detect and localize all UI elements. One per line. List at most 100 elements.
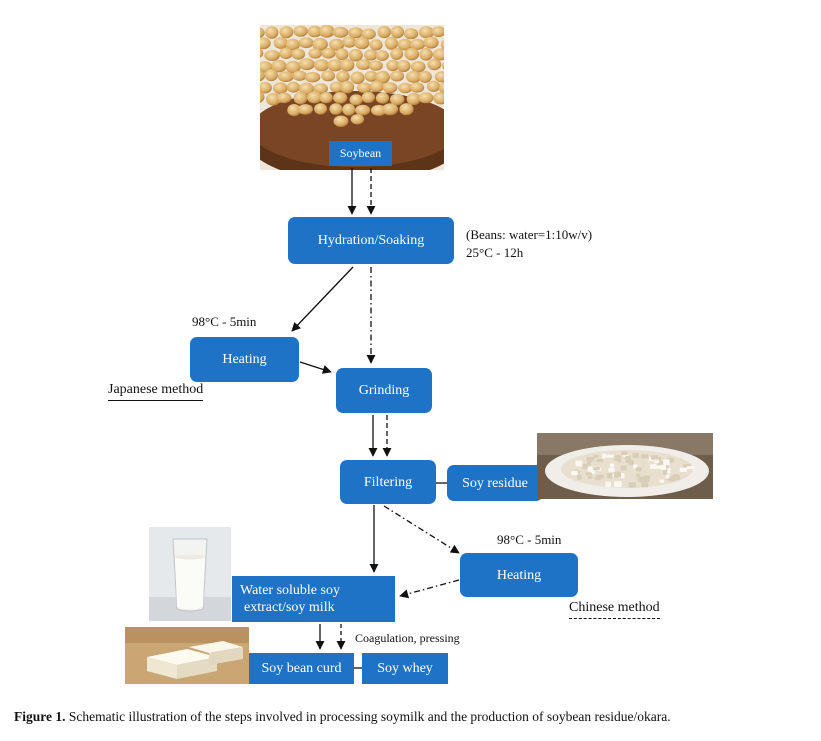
soybean-grain — [396, 59, 411, 73]
soybean-grain — [410, 61, 426, 73]
soybean-grain — [409, 82, 425, 93]
soybean-grain — [329, 81, 344, 93]
soybean-grain — [375, 50, 389, 61]
okara-crumb — [576, 474, 582, 480]
soybean-grain — [397, 38, 413, 51]
soybean-grain — [292, 70, 307, 81]
soybean-box: Soybean — [329, 141, 392, 166]
soybean-grain — [279, 26, 294, 39]
soybean-grain — [355, 104, 371, 116]
soybean-grain — [340, 80, 355, 94]
okara-crumb — [585, 472, 592, 476]
soybean-grain — [440, 39, 444, 50]
soybean-grain — [260, 27, 265, 38]
soybean-grain — [350, 71, 365, 85]
soybean-grain — [329, 38, 345, 51]
soybean-grain — [298, 58, 315, 71]
hydration-soaking-box: Hydration/Soaking — [288, 217, 454, 264]
okara-crumb — [641, 454, 649, 459]
okara-crumb — [571, 471, 578, 476]
soybean-grain — [291, 48, 306, 60]
soybean-grain — [375, 92, 390, 104]
soy-milk-line-2: extract/soy milk — [244, 600, 335, 615]
soybean-grain — [357, 82, 372, 94]
okara-crumb — [593, 467, 600, 471]
soybean-grain — [260, 48, 264, 58]
soybean-grain — [434, 71, 444, 83]
soybean-grain — [335, 48, 349, 61]
soybean-grain — [327, 59, 343, 72]
soybean-grain — [342, 36, 357, 48]
figure-caption: Figure 1. Schematic illustration of the … — [14, 709, 671, 725]
soybean-grain — [361, 28, 376, 40]
soybean-grain — [285, 38, 300, 51]
okara-crumb — [663, 468, 668, 475]
soybean-grain — [314, 103, 328, 115]
okara-crumb — [621, 451, 628, 456]
soybean-grain — [273, 82, 288, 94]
soybean-grain — [264, 69, 278, 82]
soybean-grain — [342, 103, 356, 116]
okara-crumb — [638, 476, 644, 483]
okara-crumb — [641, 482, 649, 488]
okara-crumb — [587, 475, 593, 479]
soybean-grain — [266, 93, 281, 106]
soybean-grain — [307, 25, 322, 38]
okara-crumb — [686, 466, 695, 470]
okara-crumb — [609, 463, 615, 468]
chinese-temperature-note: 98°C - 5min — [497, 532, 562, 547]
soybean-grain — [364, 70, 378, 82]
soybean-grain — [264, 50, 280, 61]
okara-crumb — [608, 467, 615, 473]
okara-crumb — [661, 464, 667, 470]
soybean-grain — [350, 114, 365, 125]
okara-crumb — [614, 481, 622, 487]
okara-crumb — [617, 457, 622, 463]
okara-crumb — [632, 452, 639, 458]
soybean-grain — [386, 59, 400, 72]
okara-crumb — [596, 459, 603, 463]
coagulation-note: Coagulation, pressing — [355, 631, 460, 645]
japanese-temperature-note: 98°C - 5min — [192, 314, 257, 329]
soy-bean-curd-box: Soy bean curd — [249, 653, 354, 684]
soybean-grain — [260, 91, 265, 103]
okara-crumb — [606, 454, 614, 458]
grinding-box: Grinding — [336, 368, 432, 413]
okara-photo — [537, 433, 713, 499]
soybean-grain — [361, 91, 375, 103]
soybean-grain — [377, 25, 391, 39]
soybean-grain — [265, 26, 279, 39]
soybean-grain — [427, 58, 442, 71]
soybean-grain — [308, 48, 322, 59]
soybean-grain — [406, 70, 422, 83]
heating-chinese-box: Heating — [460, 553, 578, 597]
okara-crumb — [602, 453, 607, 459]
soy-milk-line-1: Water soluble soy — [240, 583, 340, 598]
soybean-grain — [390, 93, 405, 106]
soybean-grain — [298, 82, 315, 96]
soybean-grain — [418, 92, 434, 104]
okara-crumb — [575, 460, 583, 467]
soymilk-glass-photo — [149, 527, 231, 621]
okara-crumb — [663, 459, 670, 465]
soybean-grain — [321, 48, 336, 59]
soybean-grain — [332, 26, 349, 38]
okara-crumb — [679, 467, 688, 472]
soybean-grain — [312, 37, 328, 51]
soybean-grain — [426, 80, 441, 92]
okara-crumb — [633, 464, 638, 469]
soybean-grain — [336, 70, 350, 83]
soybean-grain — [418, 26, 434, 39]
okara-crumb — [650, 464, 657, 469]
okara-crumb — [593, 454, 599, 458]
soybean-grain — [418, 70, 432, 83]
soybean-grain — [390, 48, 404, 60]
soybean-grain — [368, 60, 383, 71]
soy-residue-box: Soy residue — [447, 465, 543, 501]
soybean-grain — [423, 36, 439, 49]
soybean-grain — [298, 37, 314, 49]
japanese-method-label: Japanese method — [108, 382, 204, 401]
okara-crumb — [605, 481, 612, 487]
